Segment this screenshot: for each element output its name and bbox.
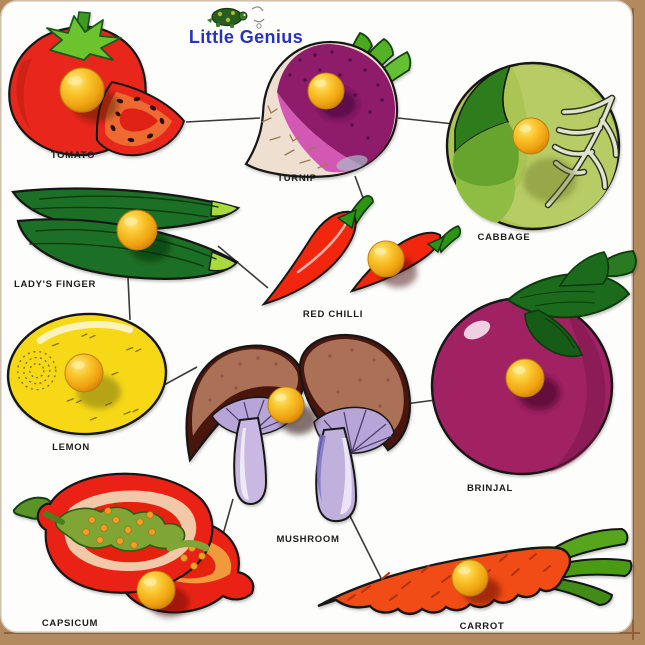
lemon-knob[interactable] — [64, 353, 104, 393]
cabbage-piece[interactable] — [445, 61, 621, 231]
tomato-label: TOMATO — [51, 150, 95, 161]
mushroom-illustration — [185, 333, 411, 523]
red-chilli-knob[interactable] — [367, 240, 405, 278]
ladys-finger-knob[interactable] — [116, 209, 158, 251]
brinjal-knob[interactable] — [505, 358, 545, 398]
capsicum-illustration — [12, 472, 255, 614]
turtle-icon — [207, 6, 265, 29]
carrot-label: CARROT — [460, 621, 505, 632]
capsicum-piece[interactable] — [12, 472, 255, 617]
ladys-finger-illustration — [11, 187, 241, 280]
mushroom-piece[interactable] — [185, 333, 411, 523]
tomato-knob[interactable] — [59, 67, 105, 113]
cabbage-knob-shadow — [523, 158, 577, 202]
carrot-illustration — [317, 527, 633, 616]
brand-logo: Little Genius — [189, 6, 303, 47]
turnip-piece[interactable] — [244, 31, 412, 178]
carrot-piece[interactable] — [317, 527, 633, 616]
carrot-knob[interactable] — [451, 559, 489, 597]
lemon-piece[interactable] — [5, 310, 169, 438]
brand-name: Little Genius — [189, 27, 303, 47]
mushroom-knob[interactable] — [267, 386, 305, 424]
cabbage-label: CABBAGE — [478, 232, 531, 243]
brinjal-label: BRINJAL — [467, 483, 513, 494]
brinjal-illustration — [430, 250, 637, 476]
brinjal-calyx — [506, 250, 637, 358]
red-chilli-label: RED CHILLI — [303, 309, 363, 320]
mushroom-label: MUSHROOM — [276, 534, 339, 545]
turnip-knob[interactable] — [307, 72, 345, 110]
red-chilli-piece[interactable] — [261, 195, 462, 306]
capsicum-knob[interactable] — [136, 570, 176, 610]
ladys-finger-label: LADY'S FINGER — [14, 279, 96, 290]
turnip-label: TURNIP — [277, 173, 317, 184]
cabbage-knob[interactable] — [512, 117, 550, 155]
brinjal-piece[interactable] — [430, 250, 637, 476]
capsicum-label: CAPSICUM — [42, 618, 98, 629]
ladys-finger-piece[interactable] — [11, 187, 241, 280]
tomato-piece[interactable] — [8, 11, 186, 157]
lemon-label: LEMON — [52, 442, 90, 453]
